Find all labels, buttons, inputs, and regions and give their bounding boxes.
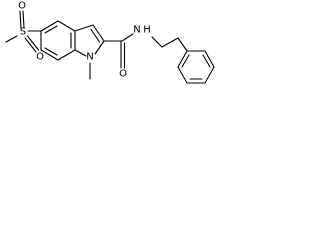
methylsulfonyl-group (5, 10, 42, 53)
chemical-structure-diagram: O S O N N H O (5, 1, 215, 84)
bond-s-o-bottom-a (24, 37, 37, 53)
indole-pyrrole-ring (74, 24, 105, 80)
ring-double-3 (44, 47, 58, 56)
bond-ch2-phenyl (177, 37, 188, 52)
phenyl-bond-2 (177, 66, 188, 84)
ring-bond-4 (57, 49, 76, 61)
atom-label-sulfur: S (20, 27, 26, 38)
atom-label-indole-nitrogen: N (86, 52, 93, 63)
ring-bond-2 (57, 20, 76, 32)
phenethyl-group (151, 36, 188, 52)
phenyl-bond-5 (204, 50, 215, 68)
bond-ch2-ch2 (161, 37, 179, 48)
pyrrole-bond-n-c7a (74, 49, 87, 57)
atom-label-carbonyl-oxygen: O (119, 69, 127, 80)
pyrrole-bond-c3a-c3 (74, 24, 94, 32)
phenyl-bond-1 (177, 50, 188, 68)
pyrrole-double-c3-c2 (90, 28, 101, 43)
atom-labels: O S O N N H O (18, 1, 151, 80)
bond-s-o-top-a (19, 10, 22, 29)
atom-label-amide-hydrogen: H (143, 25, 151, 36)
atom-label-sulfonyl-oxygen-top: O (18, 1, 26, 12)
bond-s-o-top-b (22, 10, 25, 29)
atom-label-amide-nitrogen: N (133, 25, 140, 36)
phenyl-double-3 (202, 54, 211, 68)
phenyl-bond-4 (204, 66, 215, 84)
bond-s-o-bottom-b (26, 35, 40, 51)
phenyl-ring (177, 50, 215, 84)
amide-group (103, 33, 134, 69)
phenyl-double-1 (181, 54, 190, 68)
bond-n-ch2 (151, 36, 163, 48)
indole-benzene-ring (40, 20, 76, 61)
pyrrole-bond-c3-c2 (92, 24, 105, 42)
ring-bond-5 (40, 49, 59, 61)
bond-methyl-s (5, 35, 18, 43)
atom-label-sulfonyl-oxygen-bottom: O (36, 52, 44, 63)
ring-double-1 (44, 25, 58, 34)
bond-carbonyl-n (121, 33, 134, 42)
ring-bond-1 (40, 20, 59, 32)
pyrrole-bond-c2-n (94, 40, 105, 55)
